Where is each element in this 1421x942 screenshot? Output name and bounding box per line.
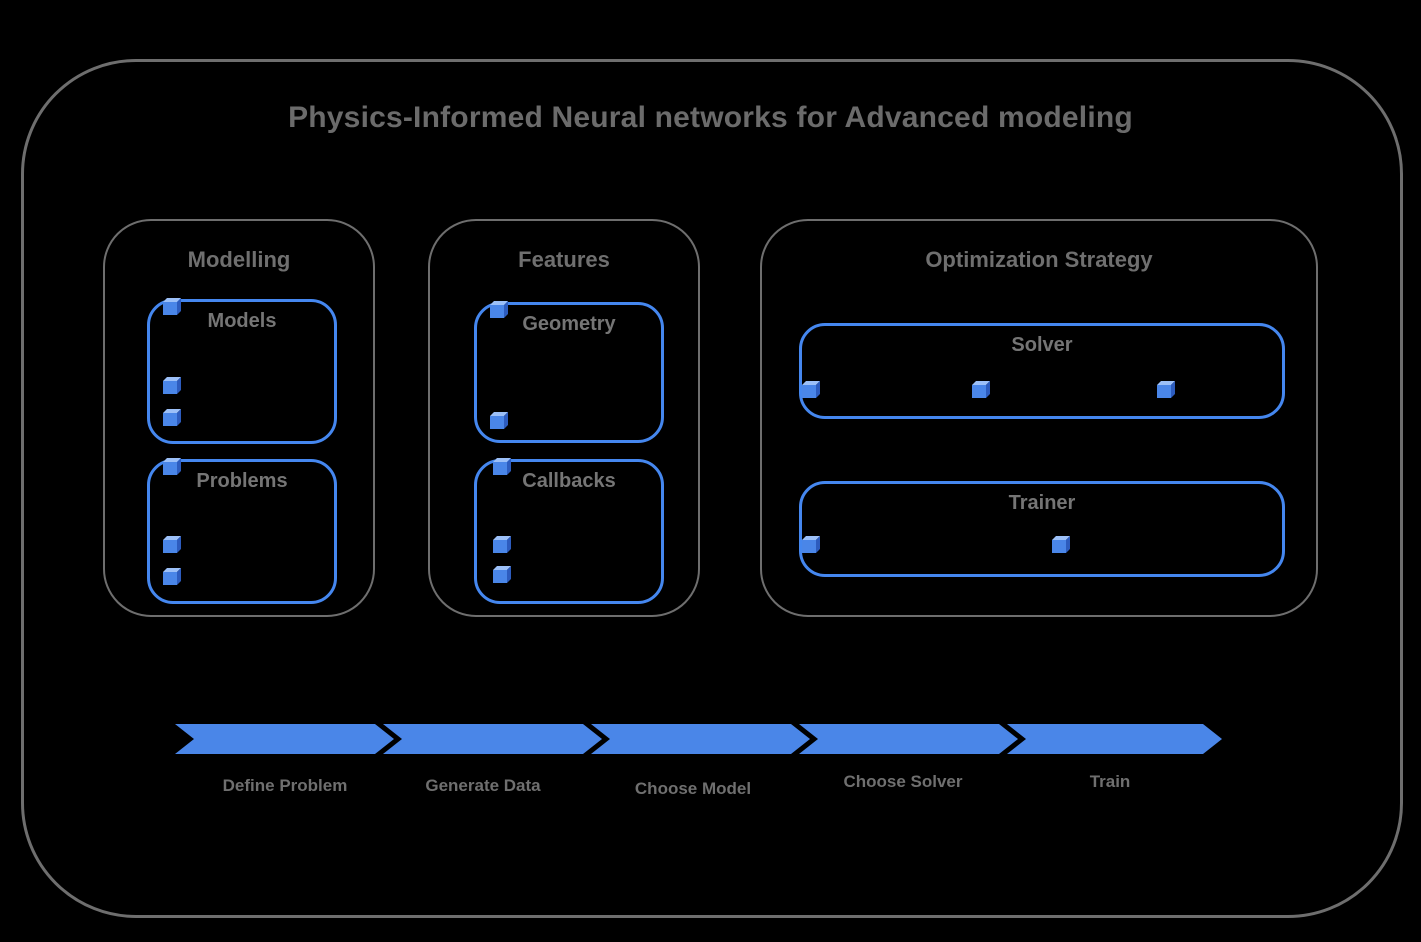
section-features-label: Features	[518, 247, 610, 272]
group-models-label: Models	[207, 310, 277, 332]
cube-icon	[163, 381, 177, 394]
process-flow-arrow	[0, 724, 1421, 754]
group-solver: Solver	[799, 323, 1285, 419]
cube-icon	[163, 540, 177, 553]
group-problems-label: Problems	[196, 470, 288, 492]
group-geometry-label: Geometry	[522, 313, 616, 335]
cube-icon	[163, 413, 177, 426]
section-modelling-label: Modelling	[187, 247, 291, 272]
group-problems: Problems	[147, 459, 337, 604]
chevron-arrow-icon	[799, 724, 1018, 754]
section-modelling: Modelling Models Problems	[103, 219, 375, 617]
flow-step-choose-model: Choose Model	[634, 779, 752, 798]
flow-step-generate-data: Generate Data	[425, 776, 541, 795]
cube-icon	[490, 305, 504, 318]
cube-icon	[802, 385, 816, 398]
section-features: Features Geometry Callbacks	[428, 219, 700, 617]
section-optimization-strategy: Optimization Strategy Solver Trainer	[760, 219, 1318, 617]
diagram-title: Physics-Informed Neural networks for Adv…	[288, 101, 1133, 134]
cube-icon	[1052, 540, 1066, 553]
group-callbacks: Callbacks	[474, 459, 664, 604]
cube-icon	[972, 385, 986, 398]
group-trainer-label: Trainer	[1008, 492, 1076, 514]
cube-icon	[802, 540, 816, 553]
group-trainer: Trainer	[799, 481, 1285, 577]
group-geometry: Geometry	[474, 302, 664, 443]
cube-icon	[163, 462, 177, 475]
outer-frame	[21, 59, 1403, 918]
cube-icon	[493, 540, 507, 553]
cube-icon	[163, 572, 177, 585]
chevron-arrow-icon	[591, 724, 810, 754]
group-models: Models	[147, 299, 337, 444]
chevron-arrow-icon	[1007, 724, 1222, 754]
section-optimization-strategy-label: Optimization Strategy	[925, 247, 1153, 272]
group-callbacks-label: Callbacks	[522, 470, 616, 492]
flow-step-choose-solver: Choose Solver	[843, 772, 963, 791]
flow-step-train: Train	[1089, 772, 1131, 791]
group-solver-label: Solver	[1011, 334, 1073, 356]
cube-icon	[1157, 385, 1171, 398]
flow-step-define-problem: Define Problem	[222, 776, 348, 795]
cube-icon	[493, 570, 507, 583]
cube-icon	[163, 302, 177, 315]
chevron-arrow-icon	[383, 724, 602, 754]
chevron-arrow-icon	[175, 724, 394, 754]
cube-icon	[493, 462, 507, 475]
cube-icon	[490, 416, 504, 429]
